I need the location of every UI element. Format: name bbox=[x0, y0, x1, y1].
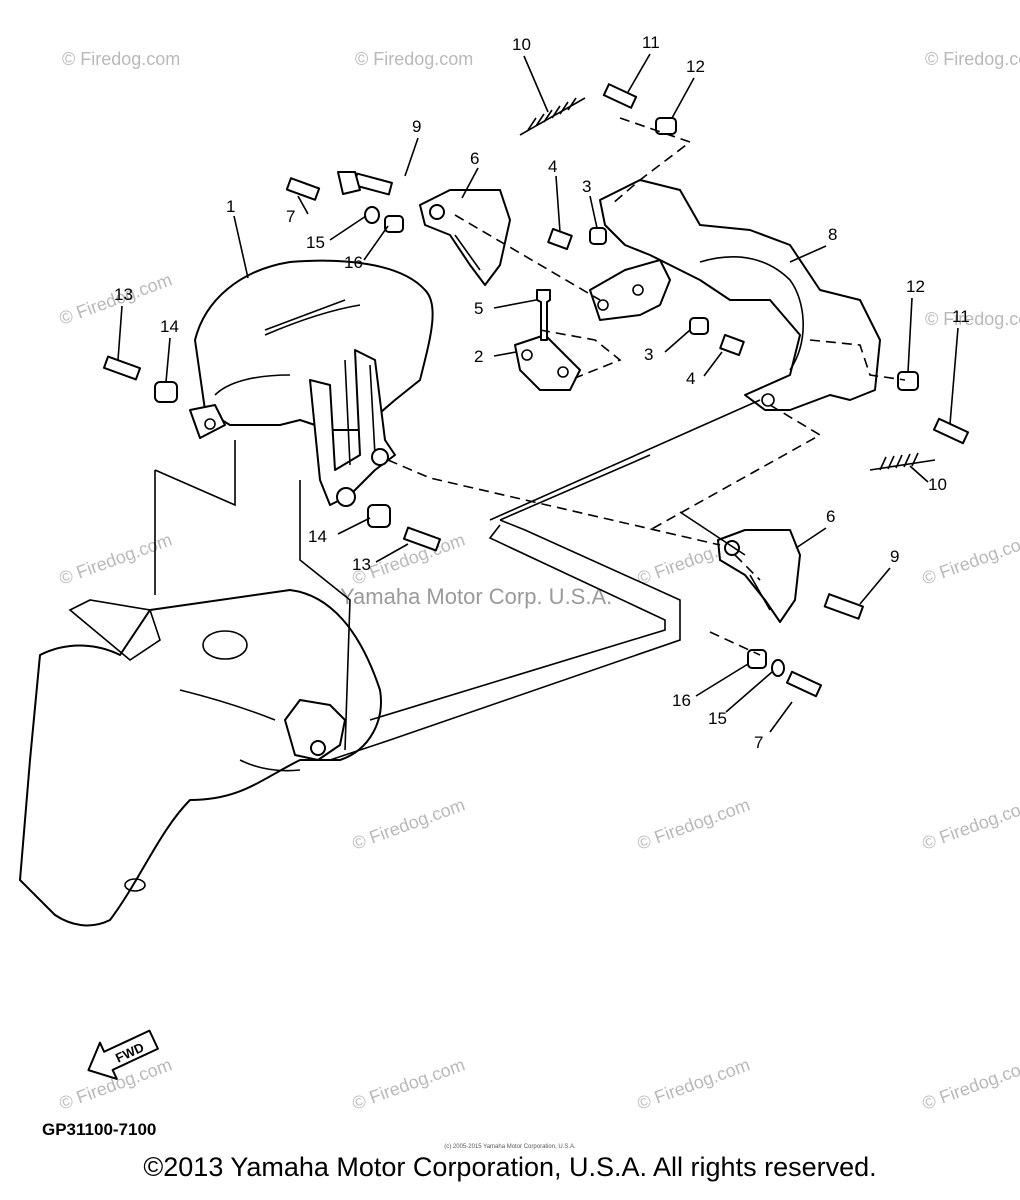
callout-8: 8 bbox=[828, 225, 837, 244]
part-6-upper bbox=[419, 189, 511, 286]
tiny-credit: (c) 2005-2015 Yamaha Motor Corporation, … bbox=[444, 1144, 576, 1150]
center-watermark: Yamaha Motor Corp. U.S.A. bbox=[340, 584, 612, 609]
callout-9: 9 bbox=[412, 117, 421, 136]
watermark: © Firedog.com bbox=[920, 529, 1020, 588]
callout-12: 12 bbox=[906, 277, 925, 296]
diagram-code: GP31100-7100 bbox=[42, 1120, 157, 1139]
watermark: © Firedog.com bbox=[57, 529, 175, 588]
callout-13: 13 bbox=[114, 285, 133, 304]
callout-14: 14 bbox=[308, 527, 327, 546]
watermark: © Firedog.com bbox=[350, 1054, 468, 1113]
callout-5: 5 bbox=[474, 299, 483, 318]
callout-1: 1 bbox=[226, 197, 235, 216]
callout-11: 11 bbox=[952, 307, 970, 326]
callout-3: 3 bbox=[644, 345, 653, 364]
watermark: © Firedog.com bbox=[920, 794, 1020, 853]
callout-3: 3 bbox=[582, 177, 591, 196]
callout-14: 14 bbox=[160, 317, 179, 336]
callout-15: 15 bbox=[306, 233, 325, 252]
watermark: © Firedog.com bbox=[355, 49, 473, 69]
callout-10: 10 bbox=[512, 35, 531, 54]
fasteners bbox=[102, 83, 970, 698]
callout-labels: 1 2 3 3 4 4 5 6 6 7 7 8 9 9 10 10 11 11 … bbox=[114, 33, 970, 752]
callout-7: 7 bbox=[286, 207, 295, 226]
callout-10: 10 bbox=[928, 475, 947, 494]
watermark: © Firedog.com bbox=[635, 794, 753, 853]
linkage-bracket bbox=[589, 259, 671, 321]
callout-9: 9 bbox=[890, 547, 899, 566]
part-1-mount-bracket bbox=[189, 259, 434, 507]
callout-2: 2 bbox=[474, 347, 483, 366]
part-6-lower bbox=[717, 529, 801, 623]
engine-body bbox=[19, 589, 382, 927]
watermark: © Firedog.com bbox=[925, 309, 1020, 329]
callout-11: 11 bbox=[642, 33, 660, 52]
watermark: © Firedog.com bbox=[925, 49, 1020, 69]
callout-7: 7 bbox=[754, 733, 763, 752]
part-2-plate bbox=[514, 289, 581, 391]
watermark: © Firedog.com bbox=[62, 49, 180, 69]
callout-4: 4 bbox=[686, 369, 695, 388]
callout-6: 6 bbox=[470, 149, 479, 168]
callout-15: 15 bbox=[708, 709, 727, 728]
callout-6: 6 bbox=[826, 507, 835, 526]
assembly-lines bbox=[154, 117, 906, 761]
callout-4: 4 bbox=[548, 157, 557, 176]
watermark: © Firedog.com bbox=[635, 1054, 753, 1113]
watermark-layer: © Firedog.com © Firedog.com © Firedog.co… bbox=[57, 49, 1020, 1114]
watermark: © Firedog.com bbox=[920, 1054, 1020, 1113]
part-10-springs bbox=[519, 97, 936, 471]
part-8-plate bbox=[599, 179, 881, 411]
copyright-notice: ©2013 Yamaha Motor Corporation, U.S.A. A… bbox=[143, 1152, 877, 1182]
watermark: © Firedog.com bbox=[350, 794, 468, 853]
callout-13: 13 bbox=[352, 555, 371, 574]
leader-lines bbox=[117, 53, 959, 733]
callout-12: 12 bbox=[686, 57, 705, 76]
callout-16: 16 bbox=[344, 253, 363, 272]
callout-16: 16 bbox=[672, 691, 691, 710]
